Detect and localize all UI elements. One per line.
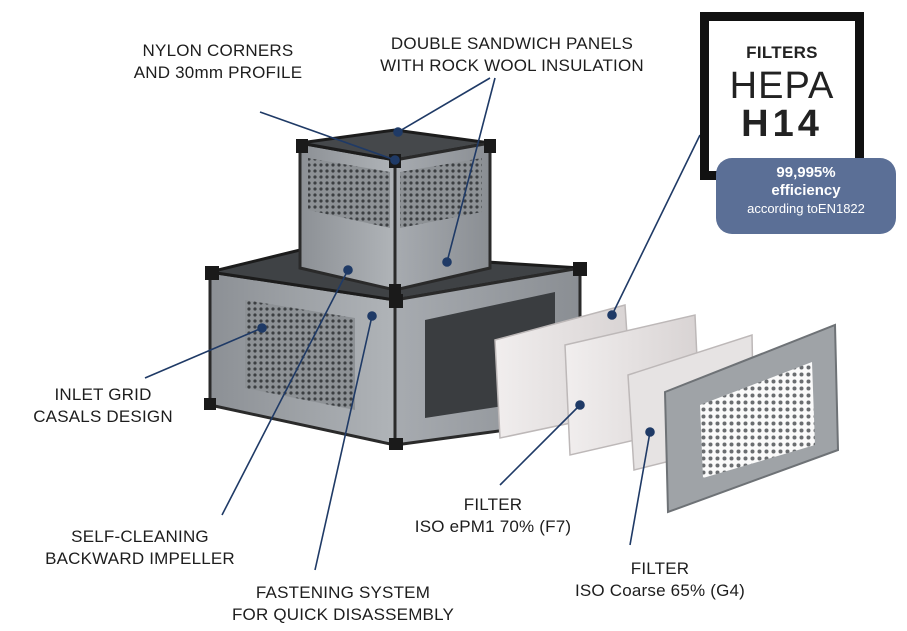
label-filter-g4: FILTER ISO Coarse 65% (G4) [574, 559, 746, 600]
efficiency-word: efficiency [771, 182, 841, 199]
label-impeller: SELF-CLEANING BACKWARD IMPELLER [45, 527, 235, 568]
nylon-corner [205, 266, 219, 280]
label-inlet-grid: INLET GRID CASALS DESIGN [33, 385, 173, 426]
badge-hepa: HEPA [729, 65, 835, 107]
efficiency-note: according toEN1822 [747, 201, 865, 216]
efficiency-value: 99,995% [776, 164, 836, 181]
outlet-grid-panel [663, 323, 840, 514]
leader-lines [144, 77, 701, 571]
label-sandwich-panels: DOUBLE SANDWICH PANELS WITH ROCK WOOL IN… [380, 34, 644, 75]
fan-module [296, 128, 496, 296]
badge-h14: H14 [741, 103, 823, 145]
label-filter-f7: FILTER ISO ePM1 70% (F7) [414, 495, 572, 536]
efficiency-callout: 99,995% efficiency according toEN1822 [716, 158, 896, 234]
inlet-grid [245, 300, 355, 410]
hepa-badge: FILTERS HEPA H14 [700, 12, 864, 180]
badge-title: FILTERS [746, 43, 818, 62]
label-nylon-corners: NYLON CORNERS AND 30mm PROFILE [133, 41, 303, 82]
label-fastening: FASTENING SYSTEM FOR QUICK DISASSEMBLY [231, 583, 455, 624]
